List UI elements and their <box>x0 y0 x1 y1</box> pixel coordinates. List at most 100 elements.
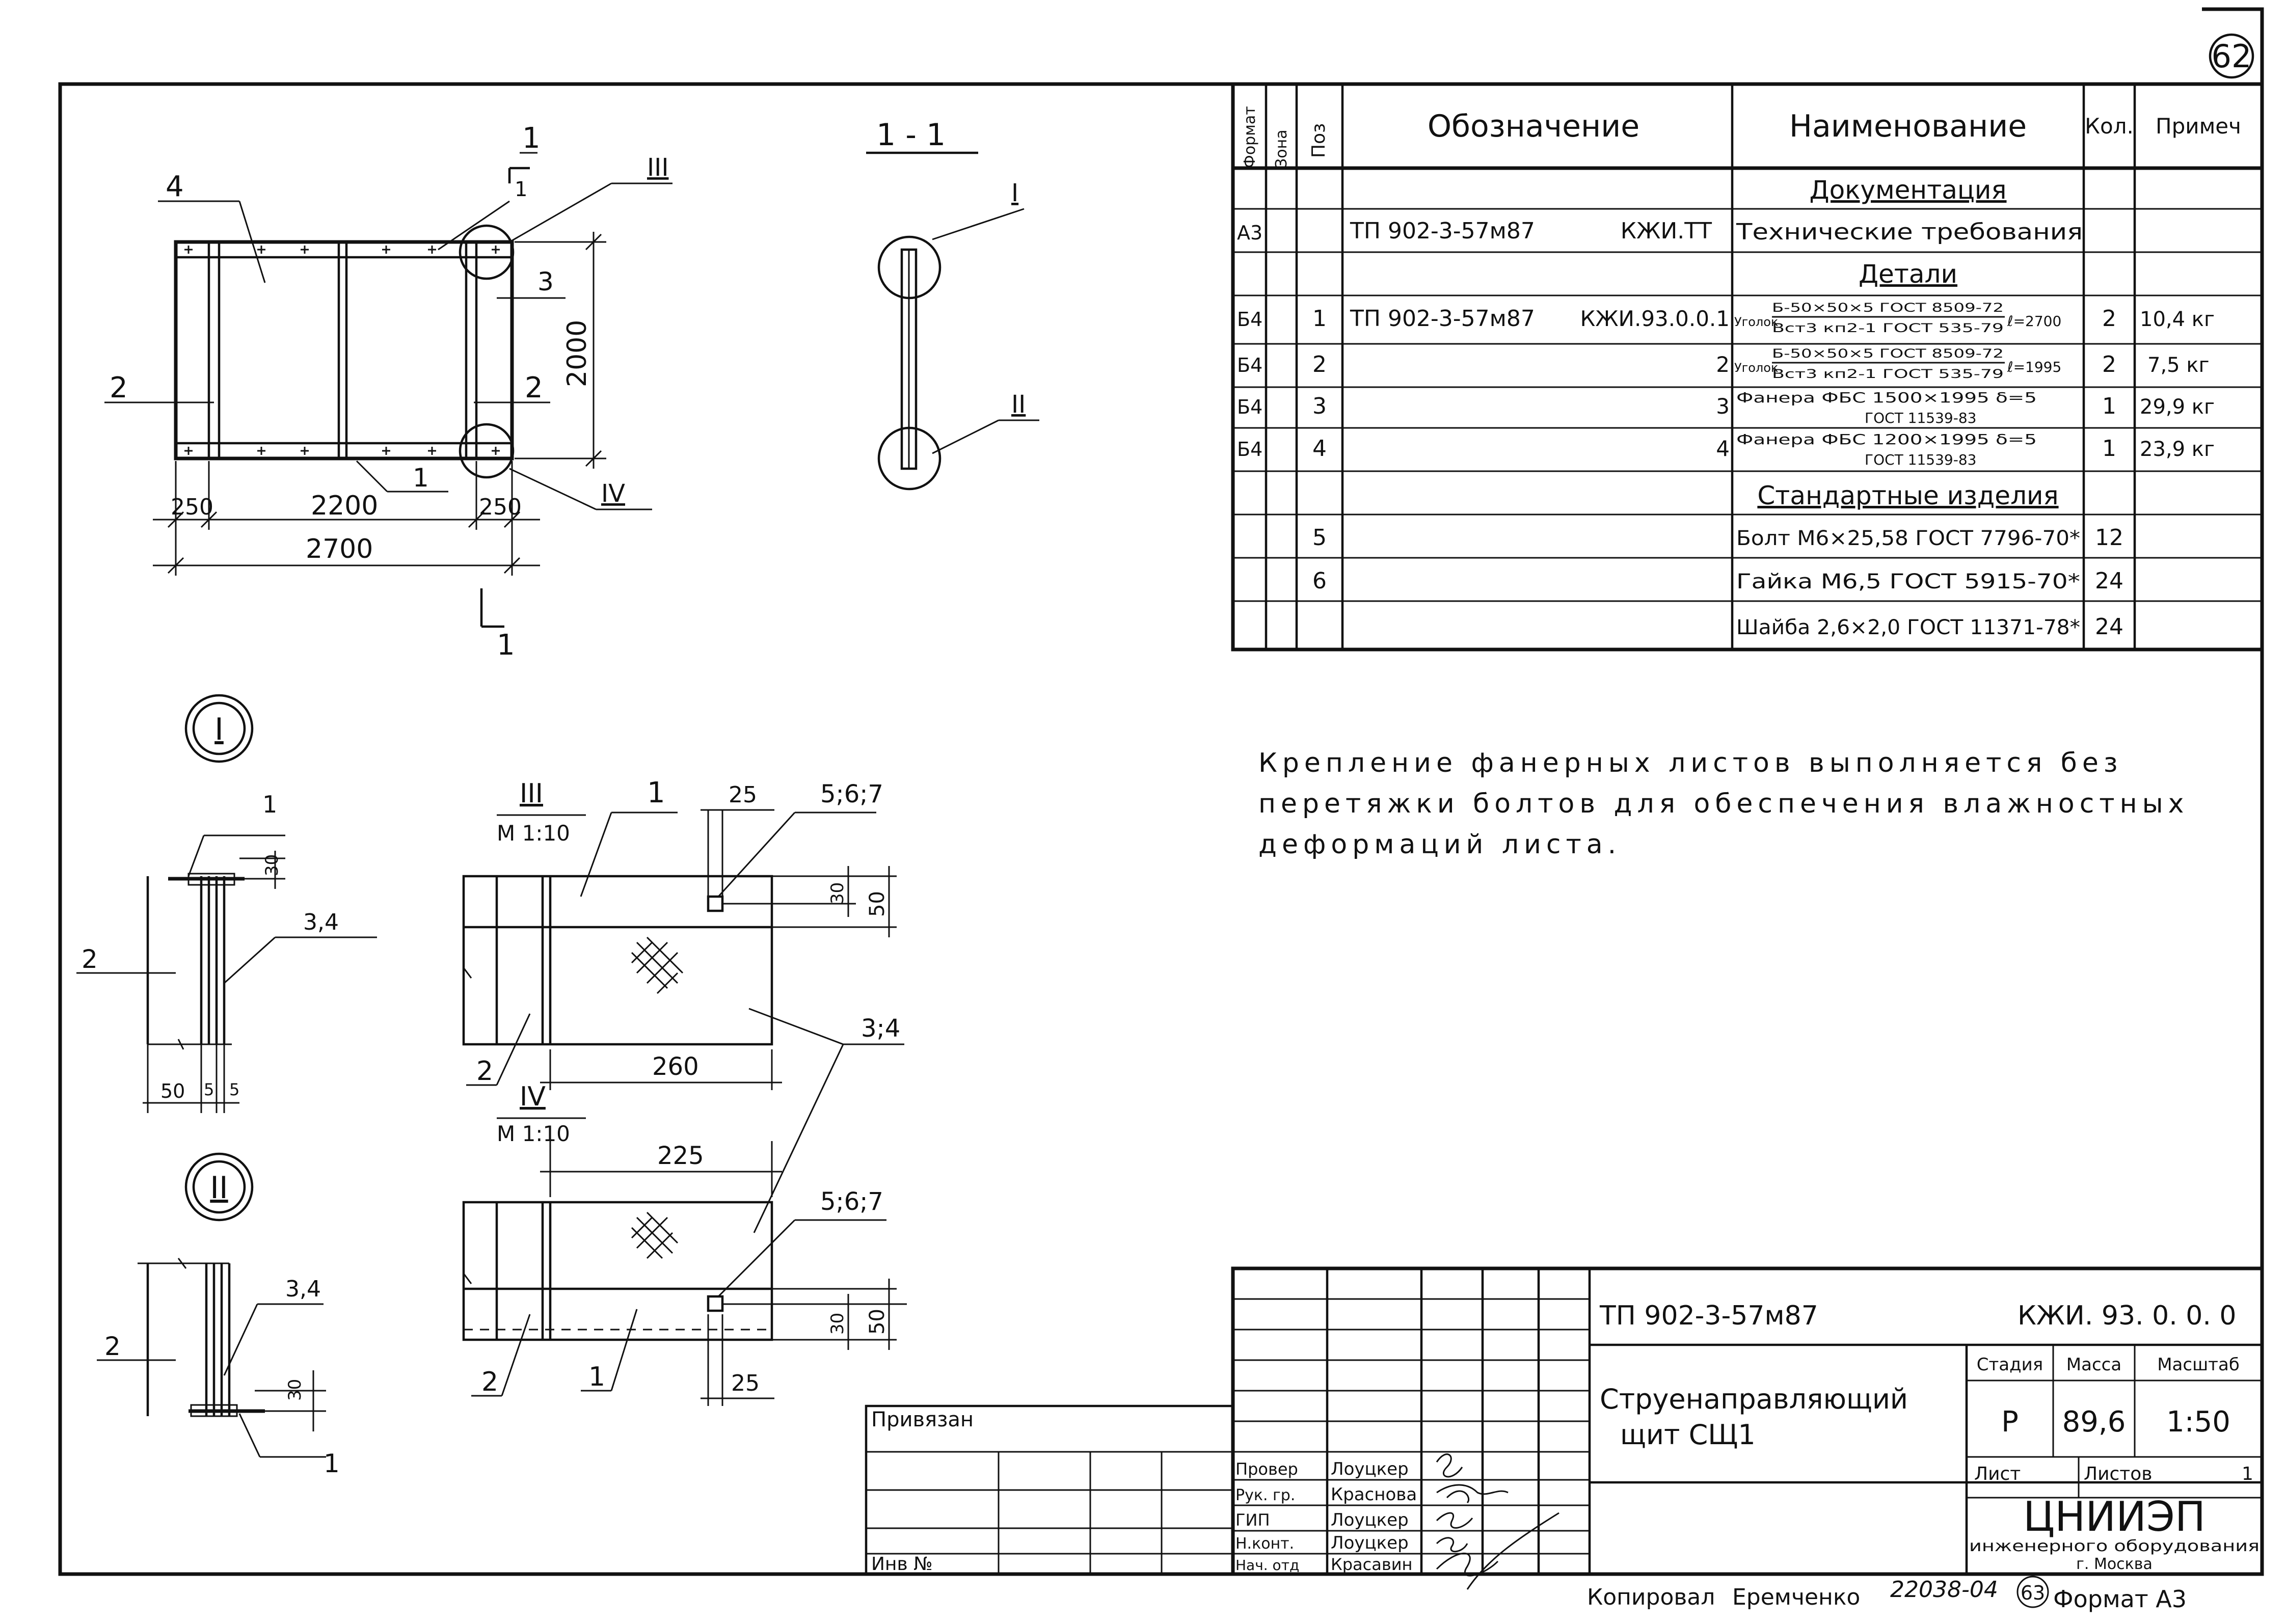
row-name-prefix: Уголок <box>1734 361 1778 375</box>
pos-label: 2 <box>481 1367 498 1397</box>
row-qty: 2 <box>2102 351 2116 377</box>
node-II-label: II <box>210 1170 228 1206</box>
dim: 50 <box>160 1080 185 1102</box>
role-name: Красавин <box>1331 1555 1412 1574</box>
page-number: 62 <box>2212 38 2252 75</box>
row-note: 7,5 кг <box>2147 354 2210 377</box>
mass-header: Масса <box>2066 1355 2121 1375</box>
table-row: 5 Болт М6×25,58 ГОСТ 7796-70* 12 <box>1312 525 2123 551</box>
row-pos: 2 <box>1312 351 1327 377</box>
row-designation: ТП 902-3-57м87 <box>1350 306 1535 332</box>
section-mark-top: 1 <box>522 122 541 155</box>
node-callout-IV: IV <box>601 479 625 508</box>
role-label: Нач. отд <box>1235 1557 1299 1574</box>
role-label: ГИП <box>1235 1510 1270 1530</box>
sheets-header: Листов <box>2084 1464 2152 1484</box>
stage-header: Стадия <box>1977 1355 2043 1375</box>
detail-III: III М 1:10 1 2 5;6;7 25 30 50 <box>462 776 897 1090</box>
dim-right: 250 <box>479 494 522 520</box>
pos-label: 1 <box>515 178 527 201</box>
section-title: 1 - 1 <box>876 117 946 153</box>
pos-label: 2 <box>525 371 543 404</box>
section-docs: Документация <box>1810 175 2007 205</box>
table-row: А3 ТП 902-3-57м87 КЖИ.ТТ Технические тре… <box>1237 218 2083 245</box>
table-row: Б4 2 2 Уголок Б-50×50×5 ГОСТ 8509-72 Вст… <box>1237 346 2210 381</box>
row-code: 4 <box>1716 436 1730 461</box>
table-row: 6 Гайка М6,5 ГОСТ 5915-70* 24 <box>1312 568 2123 594</box>
header-note: Примеч <box>2156 114 2241 139</box>
detail-IV: IV М 1:10 225 5;6;7 2 1 25 <box>462 1081 907 1406</box>
row-designation: ТП 902-3-57м87 <box>1350 218 1535 244</box>
scale-value: 1:50 <box>2166 1405 2230 1439</box>
stage-value: Р <box>2001 1405 2019 1439</box>
row-name-bottom: ГОСТ 11539-83 <box>1865 451 1976 468</box>
header-name: Наименование <box>1789 109 2027 144</box>
detail-IV-title: IV <box>520 1081 546 1112</box>
row-qty: 1 <box>2102 393 2116 419</box>
dim: 50 <box>866 891 889 917</box>
row-note: 10,4 кг <box>2140 308 2215 331</box>
header-zone: Зона <box>1273 129 1290 168</box>
pos-label: 2 <box>110 371 128 404</box>
row-name: Шайба 2,6×2,0 ГОСТ 11371-78* <box>1736 616 2080 639</box>
detail-III-scale: М 1:10 <box>497 821 570 846</box>
table-row: Б4 1 ТП 902-3-57м87 КЖИ.93.0.0.1 Уголок … <box>1237 301 2215 335</box>
section-view-1-1: 1 - 1 I II <box>866 117 1039 491</box>
row-name-top: Фанера ФБС 1500×1995 δ=5 <box>1736 389 2037 406</box>
row-qty: 24 <box>2095 568 2123 594</box>
role-label: Рук. гр. <box>1235 1486 1295 1504</box>
plywood-hatch-icon <box>631 1211 679 1259</box>
org-line-1: инженерного оборудования <box>1969 1537 2260 1555</box>
row-name-bottom: Вст3 кп2-1 ГОСТ 535-79 <box>1772 321 2004 335</box>
header-designation: Обозначение <box>1428 109 1639 144</box>
pos-label: 1 <box>262 791 277 818</box>
note-line-3: деформаций листа. <box>1258 829 1621 860</box>
table-row: Шайба 2,6×2,0 ГОСТ 11371-78* 24 <box>1736 614 2123 640</box>
row-pos: 5 <box>1312 525 1327 551</box>
row-name-suffix: ℓ=1995 <box>2007 359 2061 375</box>
node-callout-II: II <box>1011 390 1026 419</box>
row-qty: 12 <box>2095 525 2123 551</box>
row-format: Б4 <box>1237 308 1262 331</box>
section-standard: Стандартные изделия <box>1757 481 2058 510</box>
row-code: КЖИ.93.0.0.1 <box>1580 306 1730 331</box>
pos-label: 2 <box>104 1332 121 1361</box>
pos-label: 3,4 <box>285 1276 321 1302</box>
row-code: 2 <box>1716 352 1730 377</box>
row-name-bottom: ГОСТ 11539-83 <box>1865 410 1976 426</box>
pos-label: 3,4 <box>303 909 339 935</box>
row-format: Б4 <box>1237 396 1262 418</box>
footer: Копировал Еремченко 22038-04 63 Формат А… <box>1587 1576 2187 1613</box>
row-name-top: Б-50×50×5 ГОСТ 8509-72 <box>1772 301 2004 315</box>
pos-label: 2 <box>476 1056 493 1087</box>
row-name-top: Фанера ФБС 1200×1995 δ=5 <box>1736 431 2037 448</box>
pos-label: 1 <box>647 776 665 809</box>
org-line-2: г. Москва <box>2076 1555 2153 1573</box>
row-name-suffix: ℓ=2700 <box>2007 313 2061 330</box>
row-name: Технические требования <box>1736 219 2083 245</box>
row-pos: 1 <box>1312 306 1327 332</box>
role-name: Лоуцкер <box>1331 1459 1409 1479</box>
node-callout-I: I <box>1011 179 1018 207</box>
row-name: Гайка М6,5 ГОСТ 5915-70* <box>1736 570 2080 593</box>
dim: 30 <box>827 1313 848 1335</box>
row-qty: 24 <box>2095 614 2123 640</box>
dim-height: 2000 <box>562 320 593 387</box>
shared-plywood-label: 3;4 <box>748 1008 904 1233</box>
sheet-header: Лист <box>1974 1464 2021 1484</box>
role-name: Лоуцкер <box>1331 1533 1409 1553</box>
row-qty: 1 <box>2102 436 2116 462</box>
detail-III-title: III <box>520 778 543 809</box>
header-format: Формат <box>1241 106 1259 168</box>
note-line-1: Крепление фанерных листов выполняется бе… <box>1258 748 2122 778</box>
node-I-label: I <box>214 712 224 747</box>
pos-label: 3;4 <box>861 1014 900 1043</box>
dim-middle: 2200 <box>311 491 378 521</box>
plywood-hatch-icon <box>631 936 684 994</box>
pos-label: 4 <box>166 170 184 203</box>
node-callout-III: III <box>647 153 668 182</box>
role-name: Краснова <box>1331 1484 1417 1505</box>
node-I-detail: I 1 2 3,4 30 50 5 5 <box>76 694 377 1113</box>
note-text: Крепление фанерных листов выполняется бе… <box>1258 748 2184 860</box>
row-note: 29,9 кг <box>2140 395 2215 419</box>
